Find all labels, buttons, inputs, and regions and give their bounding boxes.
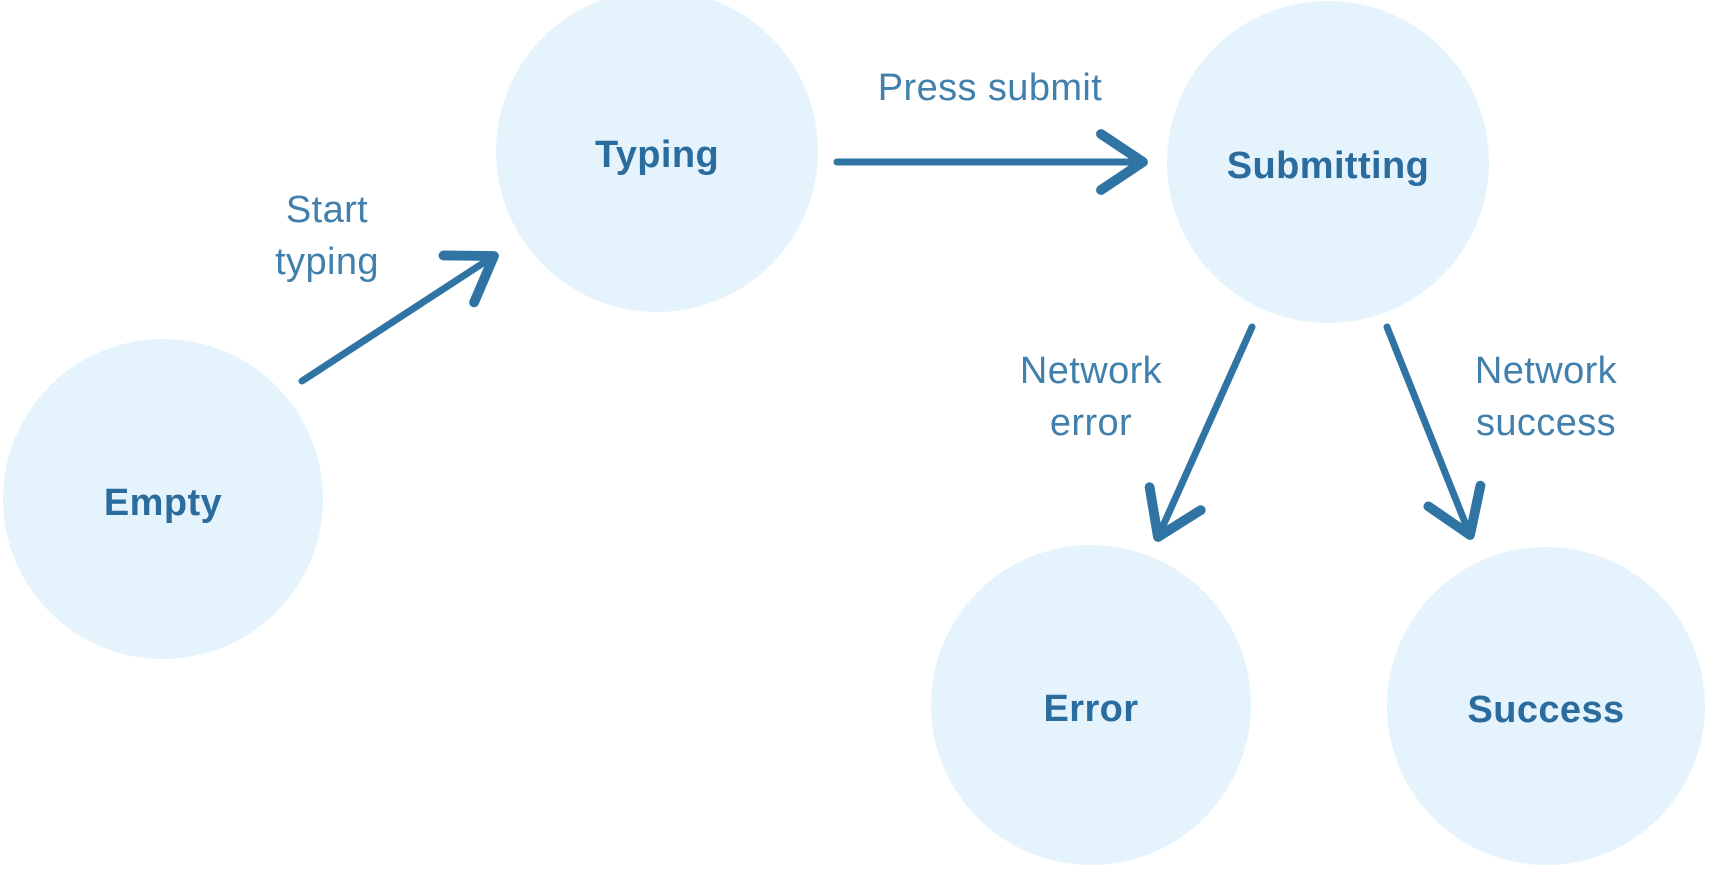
state-node-submitting: Submitting <box>1167 1 1489 323</box>
state-label-typing: Typing <box>594 133 720 176</box>
state-label-submitting: Submitting <box>1226 144 1430 187</box>
state-label-success: Success <box>1467 688 1625 731</box>
state-label-error: Error <box>1043 687 1139 730</box>
state-label-empty: Empty <box>103 481 223 524</box>
edge-label-press-submit: Press submit <box>877 67 1103 109</box>
transition-arrow-submitting-error <box>1144 323 1256 542</box>
state-node-error: Error <box>931 545 1251 865</box>
state-node-typing: Typing <box>496 0 818 312</box>
state-node-success: Success <box>1387 547 1705 865</box>
state-node-empty: Empty <box>3 339 323 659</box>
transition-arrow-submitting-success <box>1383 323 1486 540</box>
edge-label-network-error: Network error <box>1019 350 1163 444</box>
edge-label-start-typing: Start typing <box>275 189 379 283</box>
transition-arrow-empty-typing <box>298 250 499 385</box>
edge-label-network-success: Network success <box>1474 350 1618 444</box>
